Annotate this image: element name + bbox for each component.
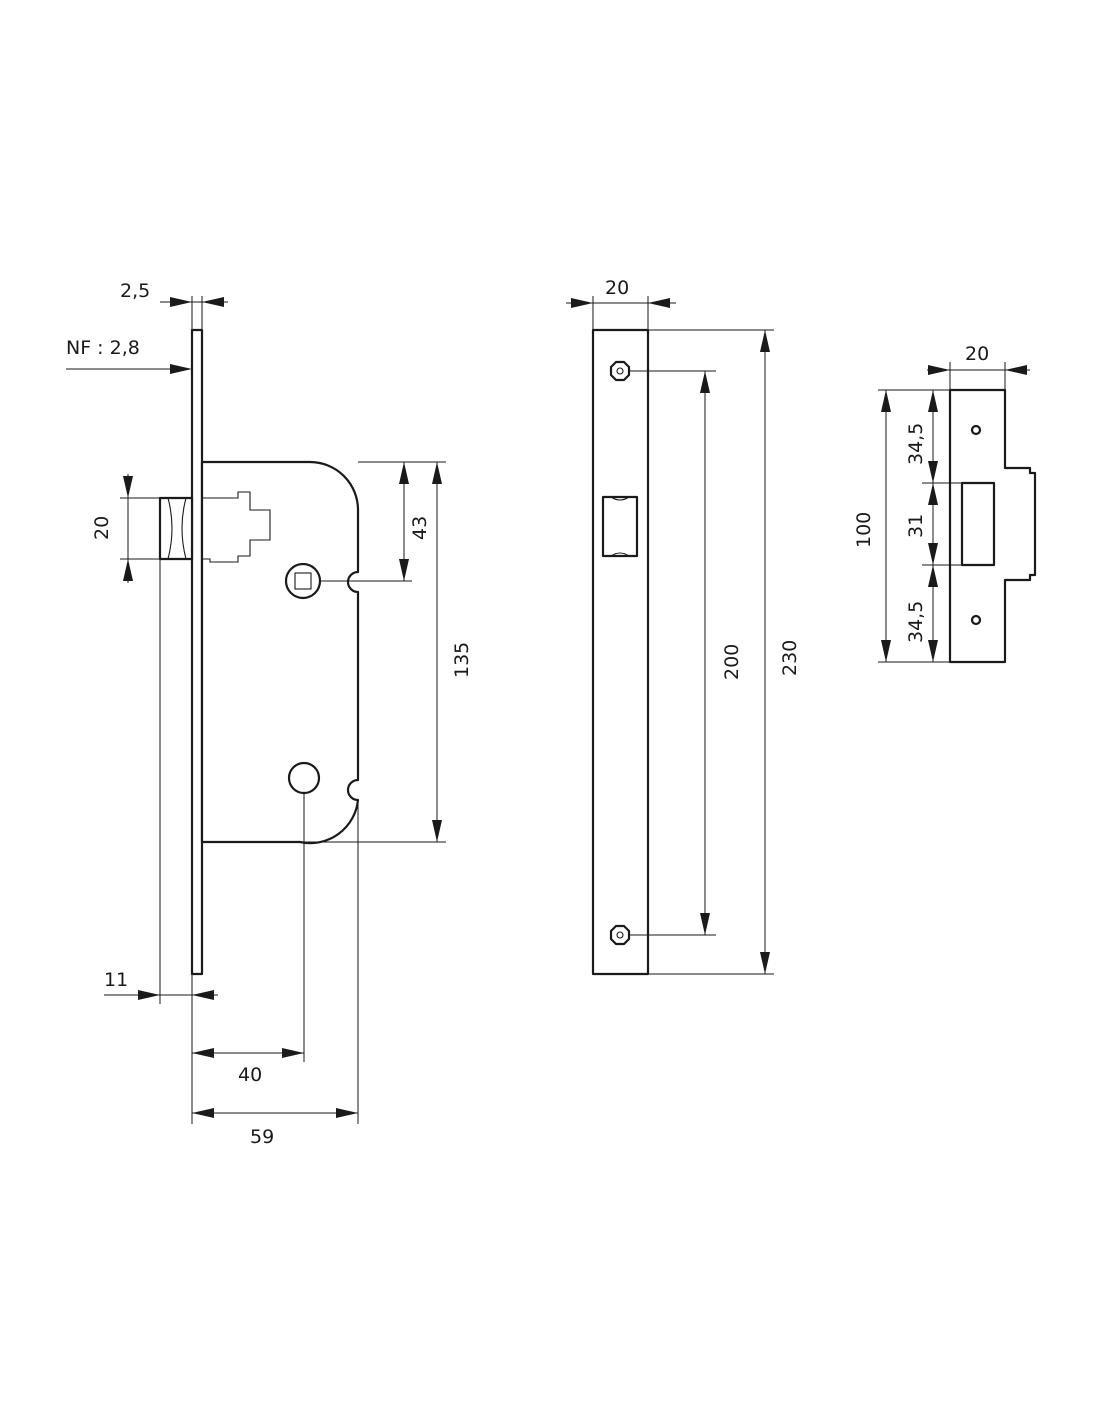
- dim-nf-thickness: NF : 2,8: [66, 337, 192, 374]
- faceplate-latch-opening: [601, 495, 639, 558]
- dim-strike-chain: 34,5 31 34,5: [905, 390, 962, 662]
- dim-faceplate-length: 230: [648, 329, 801, 975]
- dim-label-case-depth: 59: [250, 1126, 274, 1148]
- dim-label-strike-upper: 34,5: [905, 423, 927, 465]
- dim-faceplate-width: 20: [566, 277, 676, 330]
- dim-latch-height: 20: [91, 474, 160, 583]
- dim-label-strike-width: 20: [965, 343, 989, 365]
- dim-label-case-height: 135: [451, 642, 473, 678]
- faceplate-front-view: [591, 328, 650, 976]
- strike-screw-bottom: [970, 614, 982, 626]
- dim-label-faceplate-width: 20: [605, 277, 629, 299]
- dim-case-depth: 59: [192, 800, 359, 1148]
- latch-bolt: [158, 496, 194, 561]
- dim-backset: 40: [191, 793, 305, 1124]
- dim-strike-width: 20: [927, 343, 1030, 390]
- dim-label-latch-height: 20: [91, 516, 113, 540]
- dim-faceplate-thickness: 2,5: [120, 280, 228, 330]
- faceplate-screw-top: [609, 360, 631, 382]
- faceplate-screw-bottom: [609, 924, 631, 946]
- dim-follower-to-top: 43: [320, 461, 431, 582]
- dim-label-backset: 40: [238, 1064, 262, 1086]
- dim-label-nf-thickness: NF : 2,8: [66, 337, 140, 359]
- strike-plate-view: [948, 388, 1037, 664]
- dim-label-follower-to-top: 43: [409, 516, 431, 540]
- lock-faceplate-side: [190, 328, 204, 976]
- dim-case-height: 135: [300, 461, 473, 843]
- dim-label-strike-height: 100: [853, 512, 875, 548]
- dim-label-strike-lower: 34,5: [905, 601, 927, 643]
- dim-label-latch-projection: 11: [104, 969, 128, 991]
- dim-label-screw-spacing: 200: [721, 644, 743, 680]
- dim-label-faceplate-length: 230: [779, 640, 801, 676]
- follower-hub: [284, 562, 322, 600]
- strike-plate-opening: [960, 481, 996, 567]
- strike-screw-top: [970, 424, 982, 436]
- dim-label-strike-opening: 31: [905, 514, 927, 538]
- faceplate-front: [591, 328, 650, 976]
- keyhole: [287, 761, 321, 795]
- dim-screw-spacing: 200: [630, 370, 743, 936]
- dim-label-faceplate-thickness: 2,5: [120, 280, 150, 302]
- mortise-lock-view: [158, 328, 360, 976]
- dim-strike-height: 100: [853, 389, 950, 663]
- latch-mechanism: [202, 491, 271, 563]
- lock-case: [200, 460, 360, 845]
